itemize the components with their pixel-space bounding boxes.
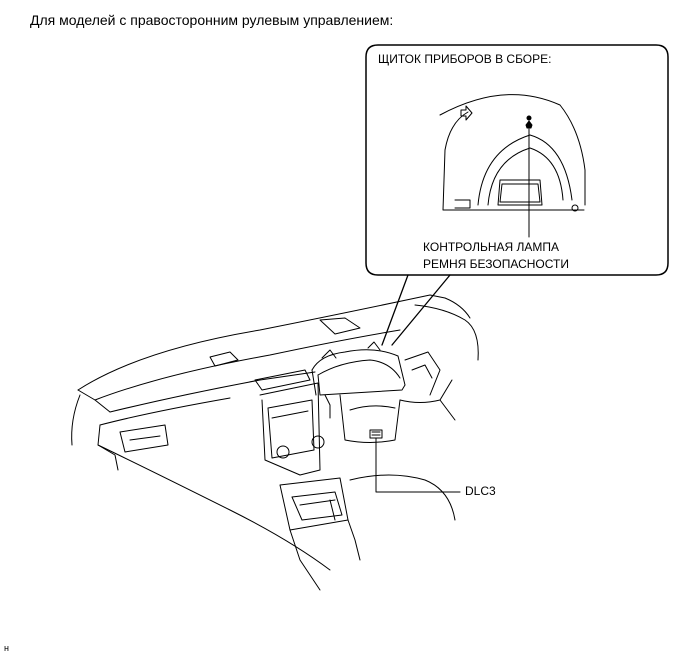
callout-box [365,44,669,276]
instrument-cluster-detail [439,94,586,212]
dlc3-label: DLC3 [465,484,496,498]
callout-title: ЩИТОК ПРИБОРОВ В СБОРЕ: [378,52,552,66]
turn-signal-icon [460,105,473,121]
dlc3-leader [375,437,461,493]
dlc3-connector [369,429,383,439]
seatbelt-lamp-label-line2: РЕМНЯ БЕЗОПАСНОСТИ [423,257,569,271]
seatbelt-lamp-icon [525,115,533,129]
seatbelt-lamp-label: КОНТРОЛЬНАЯ ЛАМПА РЕМНЯ БЕЗОПАСНОСТИ [423,239,569,273]
page-heading: Для моделей с правосторонним рулевым упр… [30,12,394,28]
callout-pointer [381,274,451,346]
dashboard-outline [71,294,479,591]
seatbelt-lamp-label-line1: КОНТРОЛЬНАЯ ЛАМПА [423,240,560,254]
corner-mark: н [4,643,9,653]
